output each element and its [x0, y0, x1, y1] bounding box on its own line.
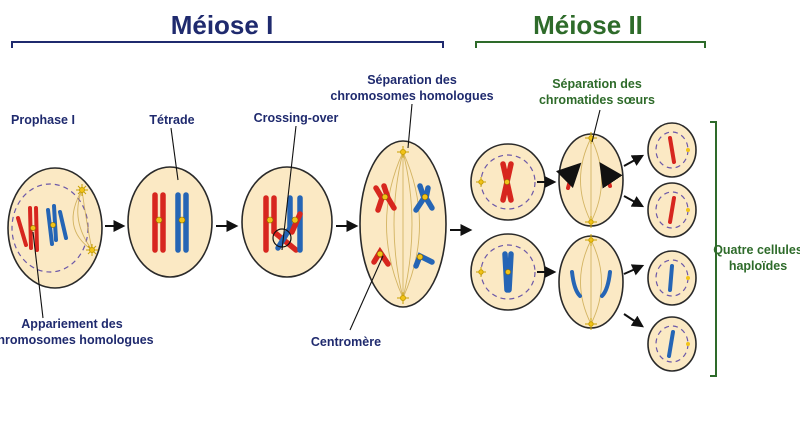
stage-arrow: [623, 154, 645, 167]
centromere-pointer: [349, 255, 384, 331]
stage-arrow: [623, 313, 644, 328]
haploid-cell-2: [647, 182, 697, 238]
pairing-pointer: [32, 231, 44, 319]
tetrad-cell: [127, 166, 213, 278]
tetrad-label: Tétrade: [149, 113, 194, 127]
haploid-bracket: [710, 121, 717, 377]
meiosis-2-bracket: [475, 41, 706, 48]
haploid-cell-3: [647, 250, 697, 306]
haploid-cell-1: [647, 122, 697, 178]
meiosis-1-bracket: [11, 41, 444, 48]
prophase-label: Prophase I: [11, 113, 75, 127]
meiosis-2-title: Méiose II: [533, 10, 643, 40]
metaphase-2-bottom-cell: [470, 233, 546, 311]
centrosome-icon: [585, 234, 597, 246]
homolog-sep-label-line2: chromosomes homologues: [330, 89, 493, 103]
pairing-label-line2: chromosomes homologues: [0, 333, 154, 347]
centrosome-icon: [397, 292, 409, 304]
centrosome-icon: [86, 244, 98, 256]
homolog-sep-pointer: [407, 103, 413, 149]
centrosome-icon: [397, 146, 409, 158]
metaphase-2-top-cell: [470, 143, 546, 221]
prophase-cell: [7, 167, 103, 289]
haploid-cell-4: [647, 316, 697, 372]
centrosome-icon: [476, 267, 486, 277]
result-label-line2: haploïdes: [729, 259, 787, 273]
crossing-over-label: Crossing-over: [254, 111, 339, 125]
centrosome-icon: [476, 177, 486, 187]
meiosis-1-title: Méiose I: [171, 10, 274, 40]
stage-arrow: [623, 195, 645, 208]
crossing-over-cell: [241, 166, 333, 278]
centrosome-icon: [585, 318, 597, 330]
crossing-over-pointer: [281, 125, 297, 251]
result-label-line1: Quatre cellules: [713, 243, 800, 257]
anaphase-2-bottom-cell: [558, 234, 624, 330]
stage-arrow: [623, 264, 645, 276]
centromere-label: Centromère: [311, 335, 381, 349]
centrosome-icon: [585, 132, 597, 144]
centrosome-icon: [76, 184, 88, 196]
chromatid-sep-pointer: [591, 109, 601, 143]
pairing-label-line1: Appariement des: [21, 317, 122, 331]
chromatid-sep-label-line2: chromatides sœurs: [539, 93, 655, 107]
anaphase-2-top-cell: [555, 132, 624, 228]
anaphase-1-cell: [359, 140, 447, 308]
tetrad-pointer: [170, 127, 179, 181]
chromatid-sep-label-line1: Séparation des: [552, 77, 642, 91]
homolog-sep-label-line1: Séparation des: [367, 73, 457, 87]
centrosome-icon: [585, 216, 597, 228]
